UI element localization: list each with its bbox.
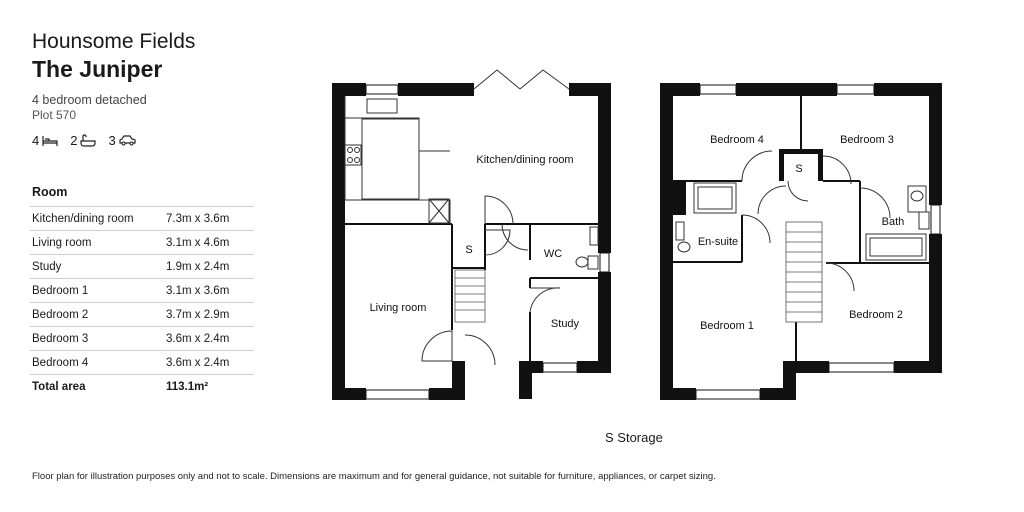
storage-label: S: [465, 244, 472, 256]
kitchen-label: Kitchen/dining room: [476, 154, 573, 166]
ground-floor-stairs: [454, 269, 486, 323]
room-dims: 3.6m x 2.4m: [164, 326, 254, 351]
room-name: Bedroom 4: [30, 350, 164, 375]
room-dims: 7.3m x 3.6m: [164, 206, 254, 231]
house-type-title: The Juniper: [32, 56, 163, 82]
house-description: 4 bedroom detached: [32, 93, 147, 107]
living-room-label: Living room: [370, 302, 427, 314]
bath-label: Bath: [882, 216, 905, 228]
bath-icon: [80, 134, 97, 147]
room-dims: 1.9m x 2.4m: [164, 254, 254, 279]
storage-legend: S Storage: [605, 430, 663, 445]
room-dims: 3.6m x 2.4m: [164, 350, 254, 375]
bathroom-count: 2: [70, 133, 78, 148]
room-name: Bedroom 1: [30, 278, 164, 303]
room-name: Living room: [30, 230, 164, 255]
total-area-row: Total area 113.1m²: [30, 375, 254, 399]
room-name: Bedroom 3: [30, 326, 164, 351]
ground-floor-walls: [332, 83, 611, 400]
room-dims: 3.1m x 3.6m: [164, 278, 254, 303]
wc-fittings: [575, 226, 599, 270]
room-name: Bedroom 2: [30, 302, 164, 327]
room-name: Study: [30, 254, 164, 279]
bedroom1-label: Bedroom 1: [700, 320, 754, 332]
first-floor-doors: [741, 150, 891, 292]
bathroom-fittings: [675, 182, 930, 261]
ground-floor-interior: [345, 223, 598, 361]
total-label: Total area: [32, 380, 86, 393]
bedroom3-label: Bedroom 3: [840, 134, 894, 146]
car-icon: [119, 135, 136, 146]
feature-summary: 4 2 3: [32, 133, 148, 148]
wc-label: WC: [544, 248, 562, 260]
disclaimer-footnote: Floor plan for illustration purposes onl…: [32, 471, 716, 482]
first-floor-walls: [660, 83, 942, 400]
room-dims: 3.1m x 4.6m: [164, 230, 254, 255]
study-label: Study: [551, 318, 580, 330]
plot-number: Plot 570: [32, 108, 77, 122]
development-name: Hounsome Fields: [32, 30, 196, 53]
ground-floor-plan: Kitchen/dining room Living room S WC Stu…: [332, 69, 611, 400]
first-floor-windows: [695, 84, 941, 400]
first-floor-interior: [673, 96, 929, 361]
room-name: Kitchen/dining room: [30, 206, 164, 231]
ensuite-label: En-suite: [698, 236, 738, 248]
table-header: Room: [30, 185, 254, 207]
ground-floor-doors: [421, 195, 561, 366]
bed-icon: [42, 135, 58, 146]
bifold-door-icon: [473, 69, 570, 90]
kitchen-units: [344, 96, 451, 224]
ground-floor-windows: [365, 84, 610, 400]
parking-count: 3: [108, 133, 116, 148]
room-dims: 3.7m x 2.9m: [164, 302, 254, 327]
bedroom2-label: Bedroom 2: [849, 309, 903, 321]
first-floor-plan: Bedroom 4 Bedroom 3 S En-suite Bath Bedr…: [660, 83, 942, 400]
storage-label-first: S: [795, 163, 802, 175]
total-value: 113.1m²: [166, 380, 209, 393]
first-floor-stairs: [785, 221, 823, 323]
bedroom-count: 4: [32, 133, 40, 148]
bedroom4-label: Bedroom 4: [710, 134, 764, 146]
